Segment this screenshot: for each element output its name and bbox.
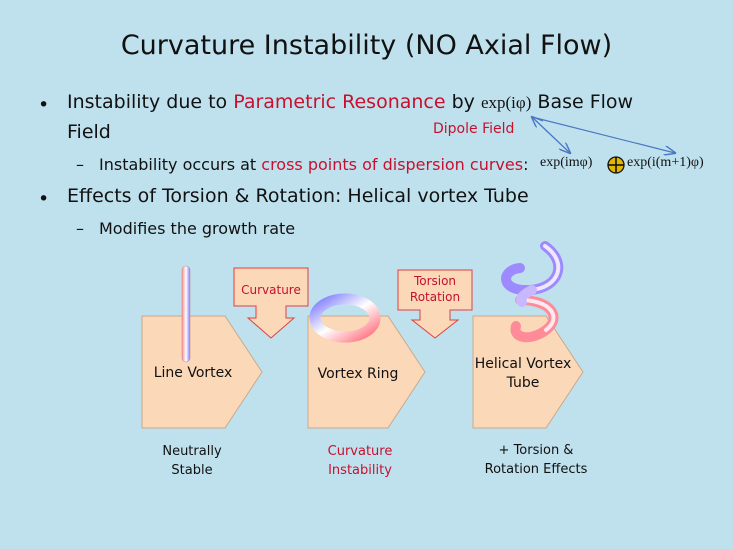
- bullet-1-line2: Field: [67, 121, 111, 143]
- caption-neutrally-stable: Neutrally Stable: [142, 442, 242, 480]
- bullet-2: Effects of Torsion & Rotation: Helical v…: [67, 185, 529, 207]
- sub-bullet-1: Instability occurs at cross points of di…: [99, 155, 528, 174]
- bullet-marker: •: [38, 94, 50, 116]
- bullet-1-lead: Instability due to: [67, 91, 234, 113]
- sub-bullet-marker: –: [76, 219, 84, 238]
- helical-vortex-box: [472, 315, 584, 429]
- caption-1-line2: Stable: [171, 463, 213, 478]
- bullet-1-mid: by: [445, 91, 481, 113]
- caption-1-line1: Neutrally: [162, 444, 222, 459]
- line-vortex-box: [141, 315, 263, 429]
- vortex-ring-icon: [309, 293, 381, 343]
- base-flow-formula: exp(iφ): [480, 93, 532, 112]
- caption-3-line2: Rotation Effects: [484, 462, 588, 477]
- circled-plus-icon: [607, 156, 625, 174]
- parametric-resonance-text: Parametric Resonance: [233, 91, 446, 113]
- curvature-callout: [233, 267, 309, 339]
- bullet-1: Instability due to Parametric Resonance …: [67, 91, 633, 113]
- torsion-rotation-callout: [397, 269, 473, 339]
- line-vortex-label: Line Vortex: [153, 365, 233, 381]
- mode-m1-formula: exp(i(m+1)φ): [627, 155, 704, 170]
- helical-tube-icon: [501, 241, 564, 343]
- dipole-field-label: Dipole Field: [433, 121, 515, 137]
- torsion-rotation-callout-text: Torsion Rotation: [398, 273, 472, 305]
- helical-vortex-label-line2: Tube: [506, 375, 540, 391]
- bullet-marker: •: [38, 188, 50, 210]
- caption-2-line2: Instability: [328, 463, 392, 478]
- helical-vortex-tube-label: Helical Vortex Tube: [473, 355, 573, 393]
- cross-points-text: cross points of dispersion curves: [261, 155, 524, 174]
- sub-bullet-2: Modifies the growth rate: [99, 219, 296, 238]
- dipole-arrows: [532, 117, 675, 153]
- helical-vortex-label-line1: Helical Vortex: [474, 356, 572, 372]
- caption-curvature-instability: Curvature Instability: [310, 442, 410, 480]
- vortex-ring-label: Vortex Ring: [317, 366, 399, 382]
- caption-2-line1: Curvature: [327, 444, 393, 459]
- bullet-1-tail: Base Flow: [531, 91, 634, 113]
- slide-title: Curvature Instability (NO Axial Flow): [120, 30, 613, 61]
- sub-bullet-marker: –: [76, 155, 84, 174]
- curvature-callout-text: Curvature: [241, 283, 301, 297]
- mode-m-formula: exp(imφ): [540, 155, 593, 170]
- sub-1-colon: :: [523, 155, 529, 174]
- torsion-text: Torsion: [413, 274, 457, 288]
- caption-torsion-rotation-effects: + Torsion & Rotation Effects: [473, 441, 599, 479]
- sub-1-lead: Instability occurs at: [99, 155, 262, 174]
- caption-3-line1: + Torsion &: [498, 443, 574, 458]
- rotation-text: Rotation: [409, 290, 461, 304]
- line-vortex-tube-icon: [181, 265, 191, 363]
